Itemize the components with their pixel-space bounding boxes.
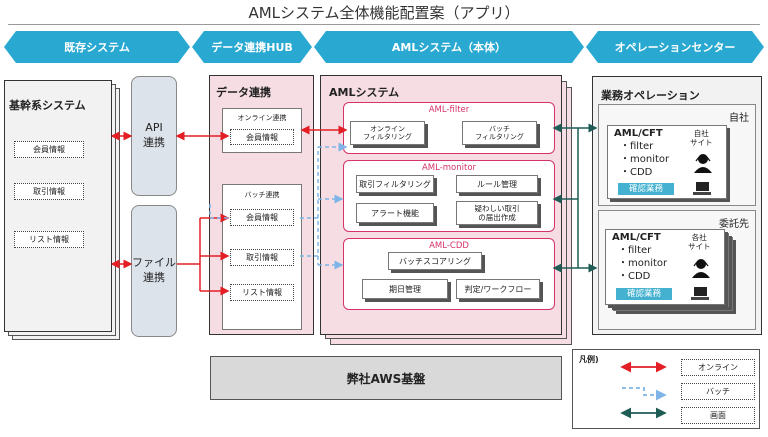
ops-self-confirm: 確認業務 xyxy=(618,183,674,195)
aml-cdd-panel: AML-CDD バッチスコアリング 期日管理 判定/ワークフロー xyxy=(343,238,555,310)
core-item-list: リスト情報 xyxy=(14,231,84,248)
legend-screen-label: 画面 xyxy=(681,407,755,424)
aml-system-title: AMLシステム xyxy=(329,86,400,99)
hub-online-member: 会員情報 xyxy=(230,129,294,145)
core-item-member: 会員情報 xyxy=(14,141,84,158)
hub-batch-list: リスト情報 xyxy=(230,284,294,301)
due-date-management: 期日管理 xyxy=(362,279,448,299)
hub-batch-member: 会員情報 xyxy=(230,209,294,226)
ops-self-area: 自社 AML/CFT ・filter ・monitor ・CDD 自社 サイト … xyxy=(598,104,756,206)
core-system-panel: 基幹系システム 会員情報 取引情報 リスト情報 xyxy=(4,80,112,332)
ops-outsourced-card: AML/CFT ・filter ・monitor ・CDD 各社 サイト 確認業… xyxy=(605,229,725,305)
operator-headset-icon xyxy=(694,154,712,173)
aml-cdd-title: AML-CDD xyxy=(429,241,469,251)
data-hub-title: データ連携 xyxy=(216,86,271,99)
ops-self-card: AML/CFT ・filter ・monitor ・CDD 自社 サイト 確認業… xyxy=(607,125,727,199)
judgement-workflow: 判定/ワークフロー xyxy=(456,279,540,299)
ops-self-feature-cdd: ・CDD xyxy=(620,167,653,178)
batch-link-label: バッチ連携 xyxy=(244,191,280,199)
aml-monitor-title: AML-monitor xyxy=(421,163,477,173)
legend-online-label: オンライン xyxy=(681,359,755,376)
band-hub-label: データ連携HUB xyxy=(211,41,293,54)
batch-link-box: バッチ連携 会員情報 取引情報 リスト情報 xyxy=(222,184,302,330)
computer-icon xyxy=(693,182,711,195)
aml-monitor-panel: AML-monitor 取引フィルタリング ルール管理 アラート機能 疑わしい取… xyxy=(343,160,555,232)
aml-system-panel: AMLシステム AML-filter オンライン フィルタリング バッチ フィル… xyxy=(320,75,562,335)
title-divider xyxy=(8,24,760,25)
ops-outsourced-feature-cdd: ・CDD xyxy=(618,271,651,282)
ops-self-feature-monitor: ・monitor xyxy=(620,154,670,165)
ops-outsourced-label: 委託先 xyxy=(719,219,749,230)
band-operation: オペレーションセンター xyxy=(586,31,764,63)
aml-filter-title: AML-filter xyxy=(428,105,470,115)
ops-outsourced-confirm: 確認業務 xyxy=(616,288,672,300)
legend-batch-label: バッチ xyxy=(681,383,755,400)
band-existing: 既存システム xyxy=(4,31,190,63)
hub-batch-transaction: 取引情報 xyxy=(230,249,294,266)
legend-title: 凡例) xyxy=(579,355,599,364)
ops-outsourced-site: 各社 サイト xyxy=(688,233,711,251)
aml-filter-panel: AML-filter オンライン フィルタリング バッチ フィルタリング xyxy=(343,102,555,154)
band-aml-label: AMLシステム（本体） xyxy=(391,41,507,54)
batch-scoring: バッチスコアリング xyxy=(388,252,482,270)
ops-self-feature-filter: ・filter xyxy=(620,141,654,152)
aws-platform: 弊社AWS基盤 xyxy=(210,356,562,400)
ops-outsourced-heading: AML/CFT xyxy=(612,232,661,243)
band-hub: データ連携HUB xyxy=(192,31,312,63)
suspicious-report: 疑わしい取引 の届出作成 xyxy=(456,201,538,225)
ops-self-heading: AML/CFT xyxy=(614,128,663,139)
transaction-filtering: 取引フィルタリング xyxy=(356,175,434,193)
operations-panel: 業務オペレーション 自社 AML/CFT ・filter ・monitor ・C… xyxy=(592,76,762,335)
ops-outsourced-feature-monitor: ・monitor xyxy=(618,258,668,269)
operations-title: 業務オペレーション xyxy=(601,89,700,102)
diagram-title: AMLシステム全体機能配置案（アプリ） xyxy=(248,4,520,22)
band-aml: AMLシステム（本体） xyxy=(314,31,584,63)
band-operation-label: オペレーションセンター xyxy=(614,41,736,54)
rule-management: ルール管理 xyxy=(456,175,538,193)
online-link-label: オンライン連携 xyxy=(237,114,287,122)
ops-outsourced-feature-filter: ・filter xyxy=(618,245,652,256)
core-item-transaction: 取引情報 xyxy=(14,183,84,200)
computer-icon xyxy=(691,287,709,300)
ops-self-site: 自社 サイト xyxy=(690,129,713,147)
band-existing-label: 既存システム xyxy=(64,41,130,54)
ops-self-label: 自社 xyxy=(729,113,749,124)
batch-filtering: バッチ フィルタリング xyxy=(462,121,537,145)
alert-function: アラート機能 xyxy=(356,203,434,223)
file-link-block: ファイル 連携 xyxy=(131,205,177,337)
operator-headset-icon xyxy=(692,259,710,278)
api-link-block: API 連携 xyxy=(131,76,177,196)
core-system-title: 基幹系システム xyxy=(9,99,86,112)
ops-outsourced-area: 委託先 AML/CFT ・filter ・monitor ・CDD 各社 サイト… xyxy=(598,210,756,330)
online-filtering: オンライン フィルタリング xyxy=(350,121,425,145)
